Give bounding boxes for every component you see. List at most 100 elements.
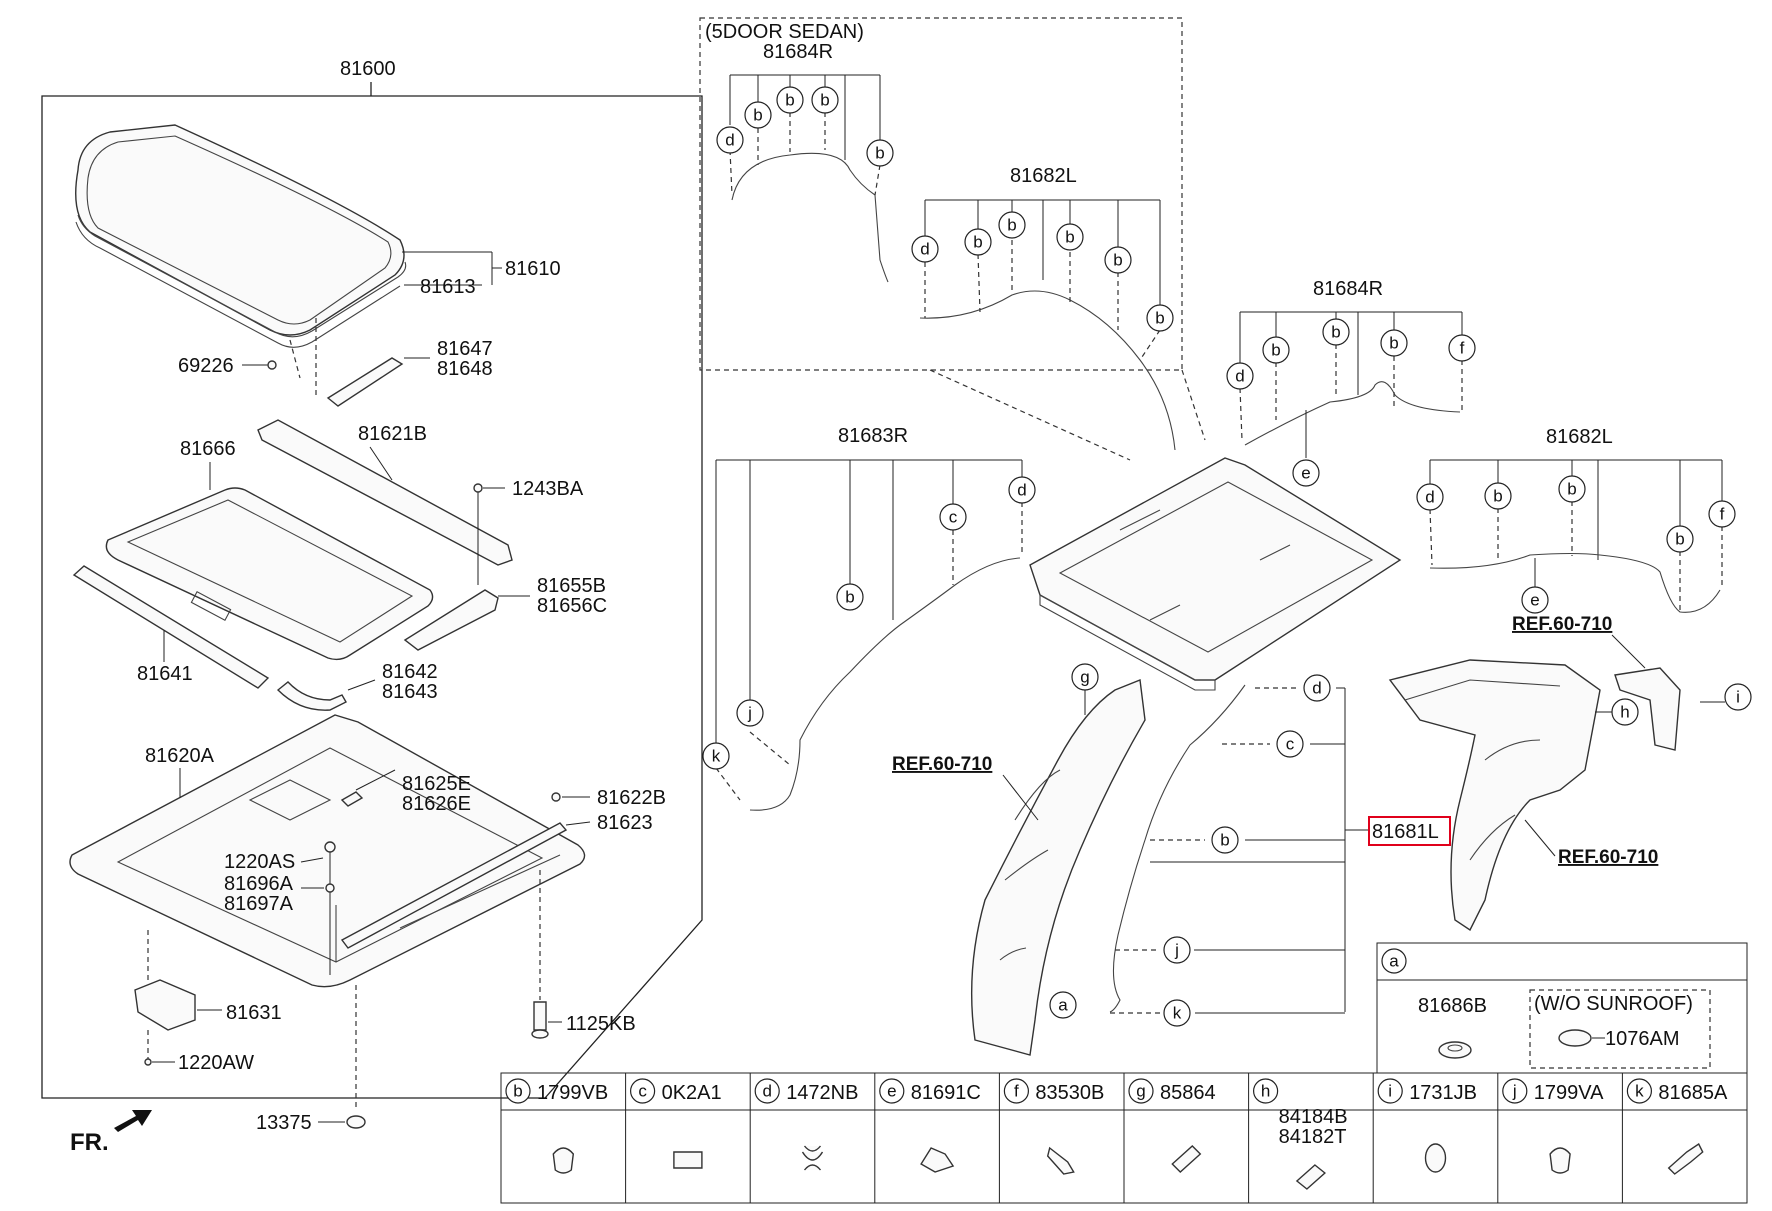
label-81696a[interactable]: 81696A [224,873,294,895]
legend-letter-circle [1252,1078,1279,1104]
label-81600[interactable]: 81600 [340,58,396,80]
detail-a-letter: a [1389,952,1399,971]
ref-60-710-left[interactable]: REF.60-710 [892,754,992,775]
legend-part-f[interactable]: 83530B [1035,1082,1104,1104]
hose-81684r-variant [731,152,889,283]
label-81684r-variant[interactable]: 81684R [763,41,833,63]
svg-text:b: b [1113,251,1122,270]
rail-81621b [257,419,513,566]
legend-letter-circle [1128,1078,1154,1104]
clip-j-icon [1549,1147,1571,1174]
label-81625e[interactable]: 81625E [402,773,471,795]
svg-text:j: j [747,704,752,723]
svg-text:f: f [1460,339,1465,358]
legend-letter: f [1014,1082,1019,1101]
label-13375[interactable]: 13375 [256,1112,312,1134]
legend-part-e[interactable]: 81691C [911,1082,981,1104]
legend-cell-f: f 83530B [998,1073,1104,1203]
label-81626e[interactable]: 81626E [402,793,471,815]
ref-60-710-bottom[interactable]: REF.60-710 [1558,847,1658,868]
label-1220aw[interactable]: 1220AW [178,1052,254,1074]
label-81681l[interactable]: 81681L [1372,821,1439,843]
trim-81641 [72,565,270,689]
label-81631[interactable]: 81631 [226,1002,282,1024]
legend-letter-circle [1003,1078,1030,1104]
legend-part-j[interactable]: 1799VA [1534,1082,1604,1104]
legend-part2-h[interactable]: 84182T [1279,1126,1347,1148]
label-1076am[interactable]: 1076AM [1605,1028,1680,1050]
label-81686b[interactable]: 81686B [1418,995,1487,1017]
svg-text:b: b [845,588,854,607]
wo-sunroof-box [1529,989,1711,1069]
legend-letter: g [1136,1082,1145,1101]
legend-letter-circle [629,1078,656,1104]
legend-part-h[interactable]: 84184B [1279,1106,1348,1128]
sunroof-frame-81666 [105,487,434,661]
label-81642[interactable]: 81642 [382,661,438,683]
grommet-13375 [346,1115,366,1129]
clip-i-icon [1424,1143,1447,1173]
label-81610[interactable]: 81610 [505,258,561,280]
svg-text:g: g [1080,668,1089,687]
legend-letter: e [887,1082,896,1101]
legend-letter: d [762,1082,771,1101]
label-81655b[interactable]: 81655B [537,575,606,597]
label-81648[interactable]: 81648 [437,358,493,380]
legend-part-d[interactable]: 1472NB [786,1082,858,1104]
label-81622b[interactable]: 81622B [597,787,666,809]
clip-h-icon [1295,1164,1326,1190]
svg-text:d: d [1425,488,1434,507]
legend-part-k[interactable]: 81685A [1658,1082,1728,1104]
svg-text:k: k [1173,1004,1182,1023]
label-81682l[interactable]: 81682L [1546,426,1613,448]
label-1220as[interactable]: 1220AS [224,851,295,873]
front-label: FR. [70,1129,109,1156]
label-81641[interactable]: 81641 [137,663,193,685]
hose-81682l [1429,552,1721,613]
label-81682l-variant[interactable]: 81682L [1010,165,1077,187]
wo-sunroof-note: (W/O SUNROOF) [1534,993,1693,1015]
svg-text:b: b [1155,309,1164,328]
legend-cell-d: d 1472NB [749,1073,858,1203]
label-1243ba[interactable]: 1243BA [512,478,584,500]
label-81683r[interactable]: 81683R [838,425,908,447]
hose-81683r-group: 81683R [715,425,1023,811]
variant-box [699,17,1183,371]
svg-text:d: d [725,131,734,150]
label-81666[interactable]: 81666 [180,438,236,460]
label-81656c[interactable]: 81656C [537,595,607,617]
legend-part-i[interactable]: 1731JB [1409,1082,1477,1104]
label-81623[interactable]: 81623 [597,812,653,834]
svg-text:b: b [1065,228,1074,247]
svg-text:e: e [1301,464,1310,483]
legend-part-b[interactable]: 1799VB [537,1082,608,1104]
label-81613[interactable]: 81613 [420,276,476,298]
legend-part-g[interactable]: 85864 [1160,1082,1216,1104]
hose-81682l-group: 81682L [1429,426,1723,613]
clip-g-icon [1171,1145,1202,1173]
roof-structure [1029,457,1402,691]
legend-letter: k [1635,1082,1644,1101]
svg-text:j: j [1174,941,1179,960]
plug-81686b-icon [1438,1041,1472,1059]
legend-part-c[interactable]: 0K2A1 [662,1082,722,1104]
bracket-i [1614,667,1681,751]
label-81620a[interactable]: 81620A [145,745,215,767]
label-81621b[interactable]: 81621B [358,423,427,445]
callout-circles: d b b b b d b b b b b d b b b f e d c b … [702,86,1752,1027]
svg-text:d: d [920,240,929,259]
label-81697a[interactable]: 81697A [224,893,294,915]
label-81643[interactable]: 81643 [382,681,438,703]
label-1125kb[interactable]: 1125KB [566,1013,636,1035]
label-69226[interactable]: 69226 [178,355,234,377]
label-81684r[interactable]: 81684R [1313,278,1383,300]
ref-60-710-top[interactable]: REF.60-710 [1512,614,1612,635]
label-81647[interactable]: 81647 [437,338,493,360]
